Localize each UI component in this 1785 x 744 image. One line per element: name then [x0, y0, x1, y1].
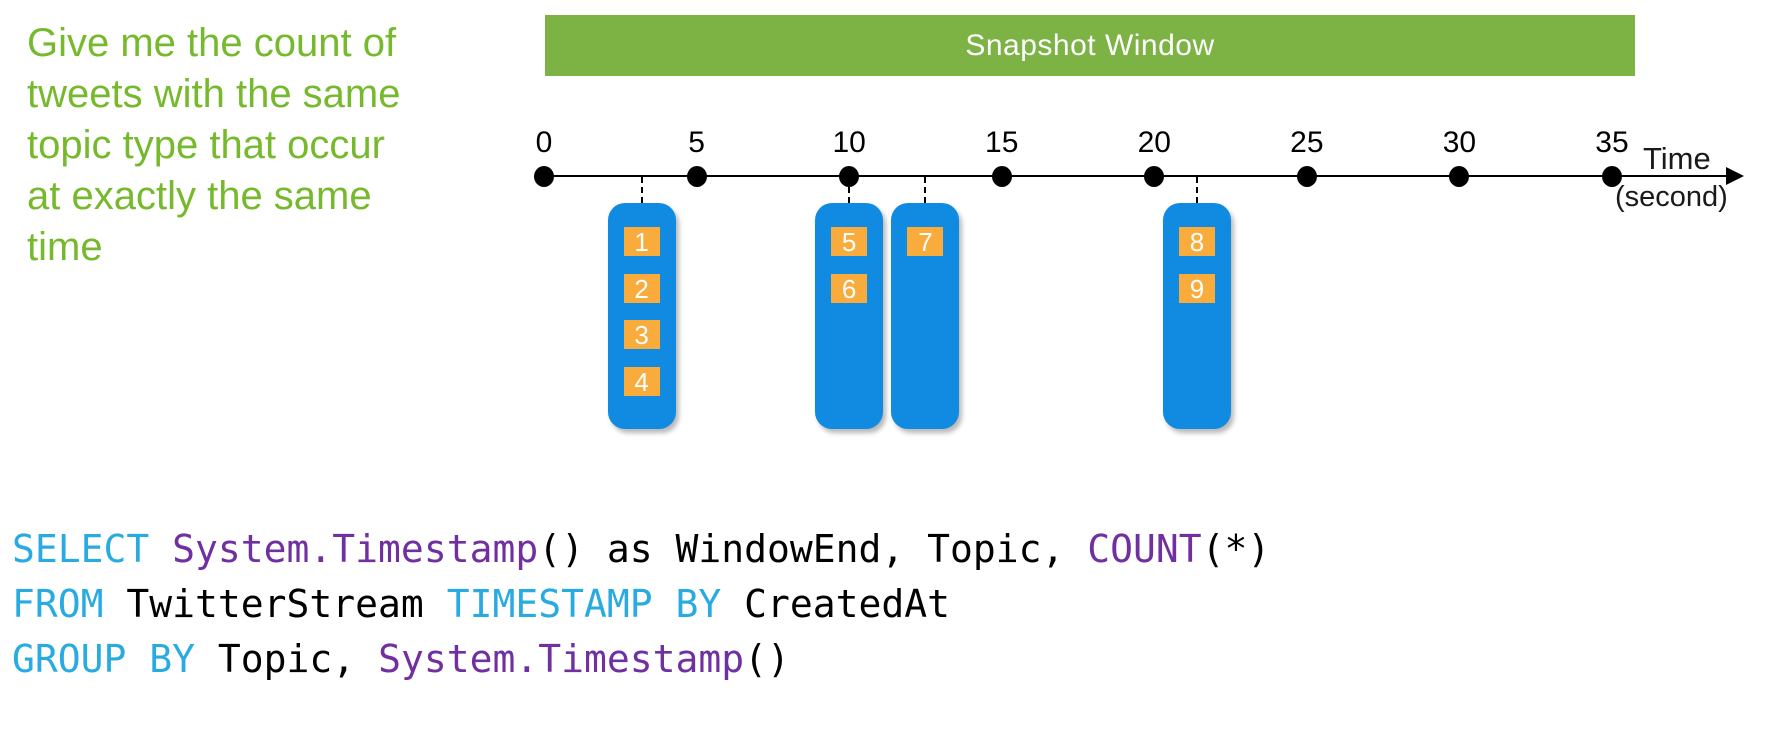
tick-label: 25	[1290, 126, 1324, 159]
axis-label-unit: (second)	[1615, 181, 1728, 213]
event-group-connector	[1195, 177, 1198, 203]
event-badge: 5	[831, 227, 868, 257]
event-badge: 6	[831, 273, 868, 304]
event-badge: 3	[623, 320, 660, 350]
event-group-connector	[924, 177, 927, 203]
code-token: ()	[744, 637, 790, 681]
event-badge: 9	[1178, 273, 1215, 304]
timeline-dot	[1144, 166, 1165, 187]
code-token: System.Timestamp	[172, 527, 539, 571]
code-token: CreatedAt	[744, 582, 951, 626]
timeline-dot	[839, 166, 860, 187]
event-group: 1 2 3 4	[607, 203, 676, 429]
timeline-dot	[686, 166, 707, 187]
code-token: (*)	[1201, 527, 1271, 571]
event-badge: 1	[623, 227, 660, 257]
code-line: SELECT System.Timestamp() as WindowEnd, …	[12, 522, 1270, 577]
code-token: COUNT	[1087, 527, 1202, 571]
timeline-axis	[540, 175, 1730, 177]
event-badge: 8	[1178, 227, 1215, 257]
timeline-dot	[991, 166, 1012, 187]
timeline-dot	[1296, 166, 1317, 187]
timeline-dot	[1601, 166, 1622, 187]
axis-label-time: Time	[1643, 141, 1711, 176]
timeline-arrow-icon	[1726, 167, 1744, 185]
code-token: () as WindowEnd, Topic,	[538, 527, 1088, 571]
event-group-connector	[640, 177, 643, 203]
tick-label: 20	[1137, 126, 1171, 159]
code-token: FROM	[12, 582, 127, 626]
event-badge: 7	[907, 227, 944, 257]
code-token: TIMESTAMP BY	[446, 582, 745, 626]
code-line: FROM TwitterStream TIMESTAMP BY CreatedA…	[12, 577, 1270, 632]
code-token: TwitterStream	[126, 582, 447, 626]
event-group: 7	[891, 203, 960, 429]
tick-label: 5	[688, 126, 705, 159]
sql-code: SELECT System.Timestamp() as WindowEnd, …	[12, 522, 1270, 687]
code-token: GROUP BY	[12, 637, 218, 681]
event-badge: 4	[623, 366, 660, 397]
timeline-dot	[1449, 166, 1470, 187]
code-line: GROUP BY Topic, System.Timestamp()	[12, 632, 1270, 687]
event-badge: 2	[623, 273, 660, 304]
tick-label: 15	[985, 126, 1019, 159]
code-token: SELECT	[12, 527, 173, 571]
tick-label: 30	[1442, 126, 1477, 159]
banner-label: Snapshot Window	[965, 28, 1215, 62]
prompt-text: Give me the count of tweets with the sam…	[27, 21, 401, 269]
code-token: Topic,	[217, 637, 379, 681]
timeline-dot	[534, 166, 554, 187]
event-group-connector	[848, 177, 851, 203]
snapshot-window-banner: Snapshot Window	[545, 15, 1635, 76]
tick-label: 35	[1595, 126, 1629, 159]
tick-label: 10	[832, 126, 866, 159]
tick-label: 0	[535, 126, 553, 159]
code-token: System.Timestamp	[378, 637, 745, 681]
